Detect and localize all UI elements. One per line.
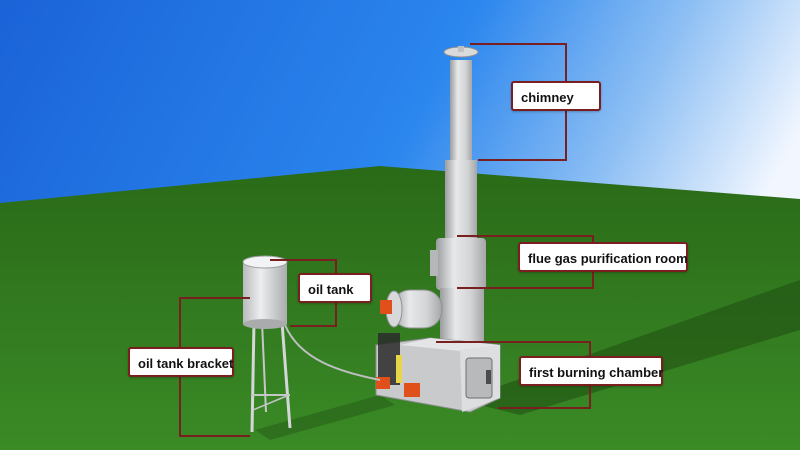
flue-gas-room-side-box <box>430 250 438 276</box>
label-oil-tank-bracket: oil tank bracket <box>128 347 234 377</box>
label-flue-gas-purification-room: flue gas purification room <box>518 242 688 272</box>
tank-shadow <box>255 395 395 440</box>
flue-gas-room-body <box>436 238 486 290</box>
label-chimney: chimney <box>511 81 601 111</box>
door-handle <box>486 370 491 384</box>
bracket-leg-right <box>280 321 292 429</box>
bracket-leg-left <box>250 321 256 433</box>
chimney-pipe-top <box>450 60 472 165</box>
lower-stack <box>440 288 484 343</box>
burning-chamber-door <box>465 357 493 399</box>
secondary-burner <box>380 300 392 314</box>
main-burner-right <box>404 383 420 397</box>
bracket-brace <box>252 394 290 411</box>
oil-tank-bottom <box>243 319 287 329</box>
control-panel <box>378 333 400 385</box>
label-first-burning-chamber: first burning chamber <box>519 356 663 386</box>
panel-stripe <box>396 355 402 383</box>
label-oil-tank: oil tank <box>298 273 372 303</box>
bracket-leg-back <box>261 321 267 413</box>
fuel-hose <box>284 324 381 381</box>
oil-tank-body <box>243 262 287 324</box>
chimney-cap-stem <box>458 46 464 52</box>
chimney-pipe-mid <box>445 160 477 245</box>
oil-tank-top <box>242 255 288 269</box>
